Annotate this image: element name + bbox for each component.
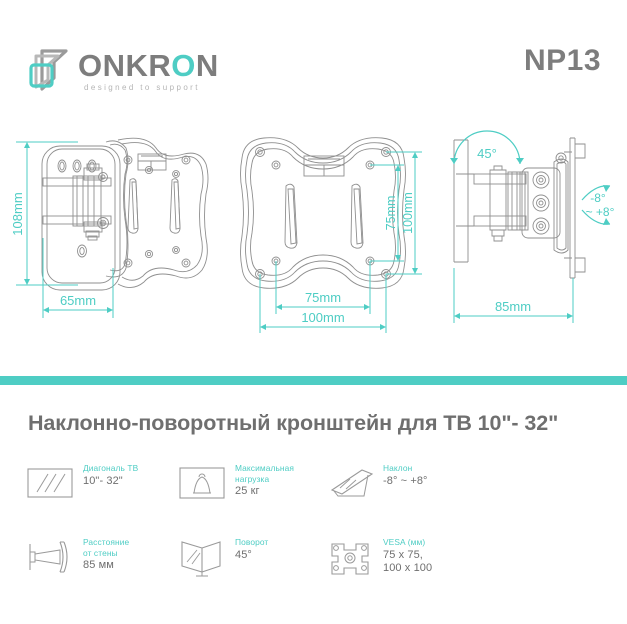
- brand-word-part3: N: [195, 48, 219, 83]
- feature-row-1: Диагональ ТВ 10"- 32" Максимальная нагру…: [24, 460, 604, 518]
- model-number: NP13: [523, 44, 601, 77]
- feature-label-line2: от стены: [83, 547, 118, 558]
- drawing-side-profile: 108mm 65mm: [0, 118, 218, 368]
- feature-label: Диагональ ТВ: [83, 463, 139, 473]
- feature-list: Диагональ ТВ 10"- 32" Максимальная нагру…: [24, 460, 604, 590]
- header: ONKRON designed to support NP13: [0, 0, 627, 118]
- feature-label: Поворот: [235, 537, 269, 547]
- onkron-cube-icon: [28, 47, 72, 91]
- feature-tilt: Наклон -8° ~ +8°: [324, 460, 428, 518]
- feature-label-line1: Максимальная: [235, 463, 295, 473]
- feature-value-line1: 75 x 75,: [383, 548, 423, 561]
- dimension-vesa-100-v: 100mm: [401, 192, 415, 234]
- brand-word-accent: O: [171, 48, 196, 83]
- brand-tagline: designed to support: [84, 83, 200, 92]
- feature-swivel: Поворот 45°: [176, 534, 268, 592]
- feature-label-line1: Расстояние: [83, 537, 130, 547]
- tilt-icon: [324, 462, 376, 504]
- swivel-icon: [176, 536, 228, 578]
- brand-word-part1: ONKR: [78, 48, 172, 83]
- feature-text: Максимальная нагрузка 25 кг: [235, 460, 294, 498]
- dimension-vesa-75-h: 75mm: [305, 290, 341, 305]
- feature-value: 45°: [235, 548, 252, 561]
- product-title: Наклонно-поворотный кронштейн для ТВ 10"…: [28, 411, 559, 435]
- accent-divider: [0, 376, 627, 385]
- feature-row-2: Расстояние от стены 85 мм: [24, 534, 604, 592]
- dimension-wall-depth-label: 85mm: [495, 299, 531, 314]
- feature-label: Наклон: [383, 463, 413, 473]
- angle-tilt-label-1: -8°: [590, 191, 606, 205]
- dimension-depth-label: 65mm: [60, 293, 96, 308]
- feature-text: Наклон -8° ~ +8°: [383, 460, 428, 488]
- feature-value: 10"- 32": [83, 474, 123, 487]
- dimension-vesa-100-h: 100mm: [301, 310, 344, 325]
- feature-value: 25 кг: [235, 485, 260, 497]
- brand-wordmark: ONKRON: [78, 49, 219, 83]
- feature-value: -8° ~ +8°: [383, 474, 428, 487]
- feature-value: 85 мм: [83, 559, 114, 571]
- dimension-vesa-75-v: 75mm: [384, 196, 398, 231]
- vesa-icon: [324, 536, 376, 578]
- tv-screen-icon: [24, 462, 76, 504]
- feature-text: Расстояние от стены 85 мм: [83, 534, 129, 572]
- feature-max-load: Максимальная нагрузка 25 кг: [176, 460, 294, 518]
- feature-screen-size: Диагональ ТВ 10"- 32": [24, 460, 138, 518]
- drawing-side-angles: 45° -8° ~ +8° 85mm: [430, 118, 627, 368]
- angle-swivel-label: 45°: [477, 146, 497, 161]
- feature-wall-distance: Расстояние от стены 85 мм: [24, 534, 129, 592]
- angle-tilt-label-2: ~ +8°: [586, 205, 615, 219]
- feature-text: Поворот 45°: [235, 534, 268, 562]
- weight-icon: [176, 462, 228, 504]
- feature-text: Диагональ ТВ 10"- 32": [83, 460, 138, 488]
- feature-vesa: VESA (мм) 75 x 75, 100 x 100: [324, 534, 432, 592]
- feature-text: VESA (мм) 75 x 75, 100 x 100: [383, 534, 432, 575]
- feature-label: VESA (мм): [383, 537, 426, 547]
- drawing-vesa-plate: 75mm 100mm 75mm 1: [218, 118, 430, 368]
- feature-label-line2: нагрузка: [235, 473, 270, 484]
- feature-value-line2: 100 x 100: [383, 561, 433, 574]
- technical-drawings: 108mm 65mm: [0, 118, 627, 368]
- dimension-height-label: 108mm: [10, 192, 25, 235]
- wall-distance-icon: [24, 536, 76, 578]
- brand-logo: ONKRON designed to support: [28, 45, 218, 100]
